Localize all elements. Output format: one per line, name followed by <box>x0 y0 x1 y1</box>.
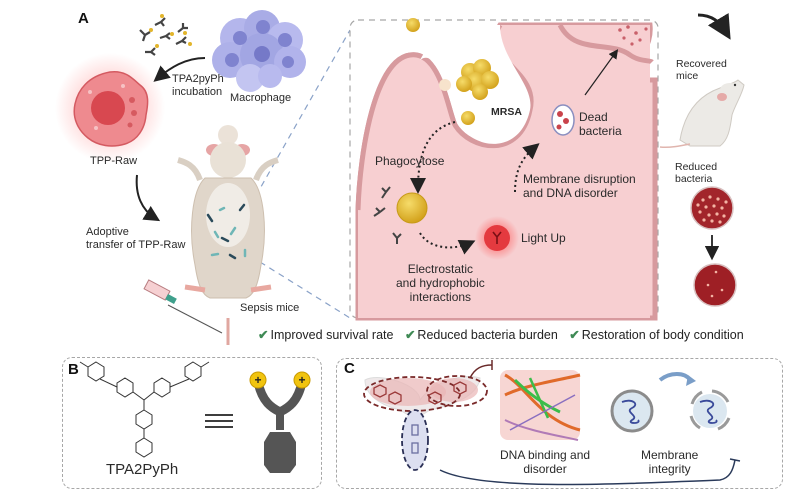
panel-letter-b: B <box>68 361 79 378</box>
tpa2pyph-structure <box>79 361 210 458</box>
intact-cell <box>610 389 654 433</box>
inhibit-arrow-membrane <box>439 459 736 486</box>
dead-bacteria-label: Dead bacteria <box>579 110 622 138</box>
mrsa-cluster <box>406 18 499 125</box>
membrane-integrity-line1: Membrane <box>641 448 699 462</box>
dead-bacteria-line2: bacteria <box>579 124 622 138</box>
membrane-integrity-line2: integrity <box>648 462 691 476</box>
macrophage-label: Macrophage <box>230 92 292 104</box>
reduced-line1: Reduced <box>675 161 718 173</box>
panel-letter-a: A <box>78 10 89 27</box>
outcome-item: ✔Reduced bacteria burden <box>405 328 558 342</box>
membrane-disruption-line1: Membrane disruption <box>523 172 636 186</box>
svg-text:+: + <box>298 373 305 387</box>
electrostatic-label: Electrostatic and hydrophobic interactio… <box>396 262 485 304</box>
tpa2pyph-molecules <box>139 17 188 56</box>
zoom-guide-lines <box>244 29 351 319</box>
recovered-mouse <box>659 79 745 148</box>
phagocytose-label: Phagocytose <box>375 154 445 168</box>
dna-binding-line2: disorder <box>523 462 567 476</box>
membrane-integrity-label: Membrane integrity <box>641 448 698 476</box>
outcome-text: Restoration of body condition <box>581 328 744 342</box>
adoptive-label-line2: transfer of TPP-Raw <box>86 239 186 251</box>
recovered-arrow <box>697 12 731 40</box>
probe-molecules <box>373 186 402 244</box>
membrane-disruption-label: Membrane disruption and DNA disorder <box>523 172 636 200</box>
inhibit-arrow-dna <box>469 364 493 379</box>
electrostatic-line2: and hydrophobic <box>396 276 485 290</box>
outcome-text: Reduced bacteria burden <box>417 328 558 342</box>
incubation-label-line1: TPA2pyPh <box>172 73 224 85</box>
panel-letter-c: C <box>344 360 355 377</box>
reduced-line2: bacteria <box>675 173 713 185</box>
petri-dish-high <box>690 186 734 230</box>
recovered-mice-label: Recovered mice <box>676 58 727 82</box>
dna-model <box>500 370 581 441</box>
electrostatic-line3: interactions <box>409 290 472 304</box>
electrostatic-line1: Electrostatic <box>407 262 474 276</box>
equivalence-symbol <box>205 414 233 428</box>
panel-c-box <box>336 358 783 489</box>
recovered-line2: mice <box>676 70 699 82</box>
mrsa-label: MRSA <box>491 106 522 118</box>
sepsis-mouse <box>177 125 279 345</box>
adoptive-label-line1: Adoptive <box>86 226 129 238</box>
macrophage-icon <box>212 10 306 92</box>
panel-b-box <box>62 357 322 489</box>
incubation-label: TPA2pyPh incubation <box>172 73 224 99</box>
check-icon: ✔ <box>404 328 416 342</box>
outcome-item: ✔Improved survival rate <box>258 328 393 342</box>
adoptive-transfer-label: Adoptive transfer of TPP-Raw <box>86 226 185 252</box>
outcome-text: Improved survival rate <box>270 328 394 342</box>
probe-cartoon: + + <box>249 371 311 473</box>
outcome-item: ✔Restoration of body condition <box>569 328 743 342</box>
incubation-label-line2: incubation <box>172 86 223 98</box>
reduced-bacteria-label: Reduced bacteria <box>675 161 717 185</box>
molecule-3d-model <box>363 375 488 471</box>
syringe-icon <box>143 279 223 334</box>
disrupted-cell <box>689 389 731 431</box>
dead-bacteria-icon <box>551 104 575 136</box>
check-icon: ✔ <box>258 328 269 342</box>
tpp-raw-label: TPP-Raw <box>90 155 138 167</box>
released-debris <box>618 25 648 46</box>
sepsis-mice-label: Sepsis mice <box>240 302 300 314</box>
dna-binding-label: DNA binding and disorder <box>500 448 590 476</box>
recovered-line1: Recovered <box>676 58 727 70</box>
bacterium-icon <box>396 192 428 224</box>
outcome-checklist: ✔Improved survival rate ✔Reduced bacteri… <box>258 327 752 342</box>
petri-dish-low <box>693 263 737 307</box>
dna-binding-line1: DNA binding and <box>500 448 591 462</box>
check-icon: ✔ <box>569 328 580 342</box>
compound-name-label: TPA2PyPh <box>106 461 179 478</box>
light-up-label: Light Up <box>521 231 566 245</box>
dead-bacteria-line1: Dead <box>579 110 608 124</box>
svg-text:+: + <box>254 373 261 387</box>
membrane-disruption-line2: and DNA disorder <box>523 186 618 200</box>
